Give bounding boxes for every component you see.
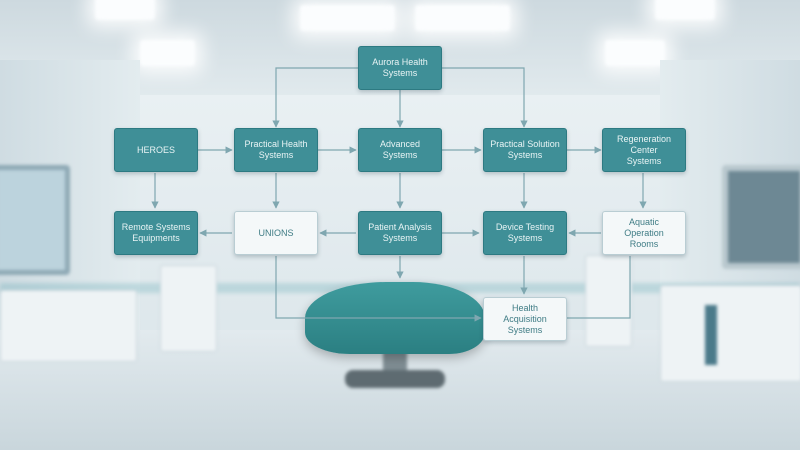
node-r1c2: Practical Health Systems <box>234 128 318 172</box>
ceiling-light <box>605 40 665 66</box>
ceiling-light <box>300 5 395 31</box>
wall-monitor-left <box>0 165 70 275</box>
node-r1c4: Practical Solution Systems <box>483 128 567 172</box>
node-r2c4: Device Testing Systems <box>483 211 567 255</box>
ceiling-light <box>140 40 195 66</box>
node-bottom: Health Acquisition Systems <box>483 297 567 341</box>
node-r2c3: Patient Analysis Systems <box>358 211 442 255</box>
node-top: Aurora Health Systems <box>358 46 442 90</box>
connector-bottom-right <box>567 256 631 319</box>
node-r2c2: UNIONS <box>234 211 318 255</box>
node-r1c3: Advanced Systems <box>358 128 442 172</box>
equipment-cart-right <box>585 255 632 347</box>
node-r1c1: HEROES <box>114 128 198 172</box>
dark-cabinet <box>705 305 717 365</box>
wall-monitor-right <box>722 165 800 269</box>
node-r2c5: Aquatic Operation Rooms <box>602 211 686 255</box>
ceiling-light <box>655 0 715 20</box>
counter-left <box>0 290 137 362</box>
table-foot <box>345 370 445 388</box>
connector-top-r1c4 <box>442 67 528 128</box>
equipment-cart-left <box>160 265 217 352</box>
node-r2c1: Remote Systems Equipments <box>114 211 198 255</box>
node-r1c5: Regeneration Center Systems <box>602 128 686 172</box>
ceiling-light <box>95 0 155 20</box>
connector-top-r1c2 <box>272 67 358 128</box>
counter-right <box>660 285 800 382</box>
connector-r2c2-bottom <box>275 256 482 322</box>
ceiling-light <box>415 5 510 31</box>
